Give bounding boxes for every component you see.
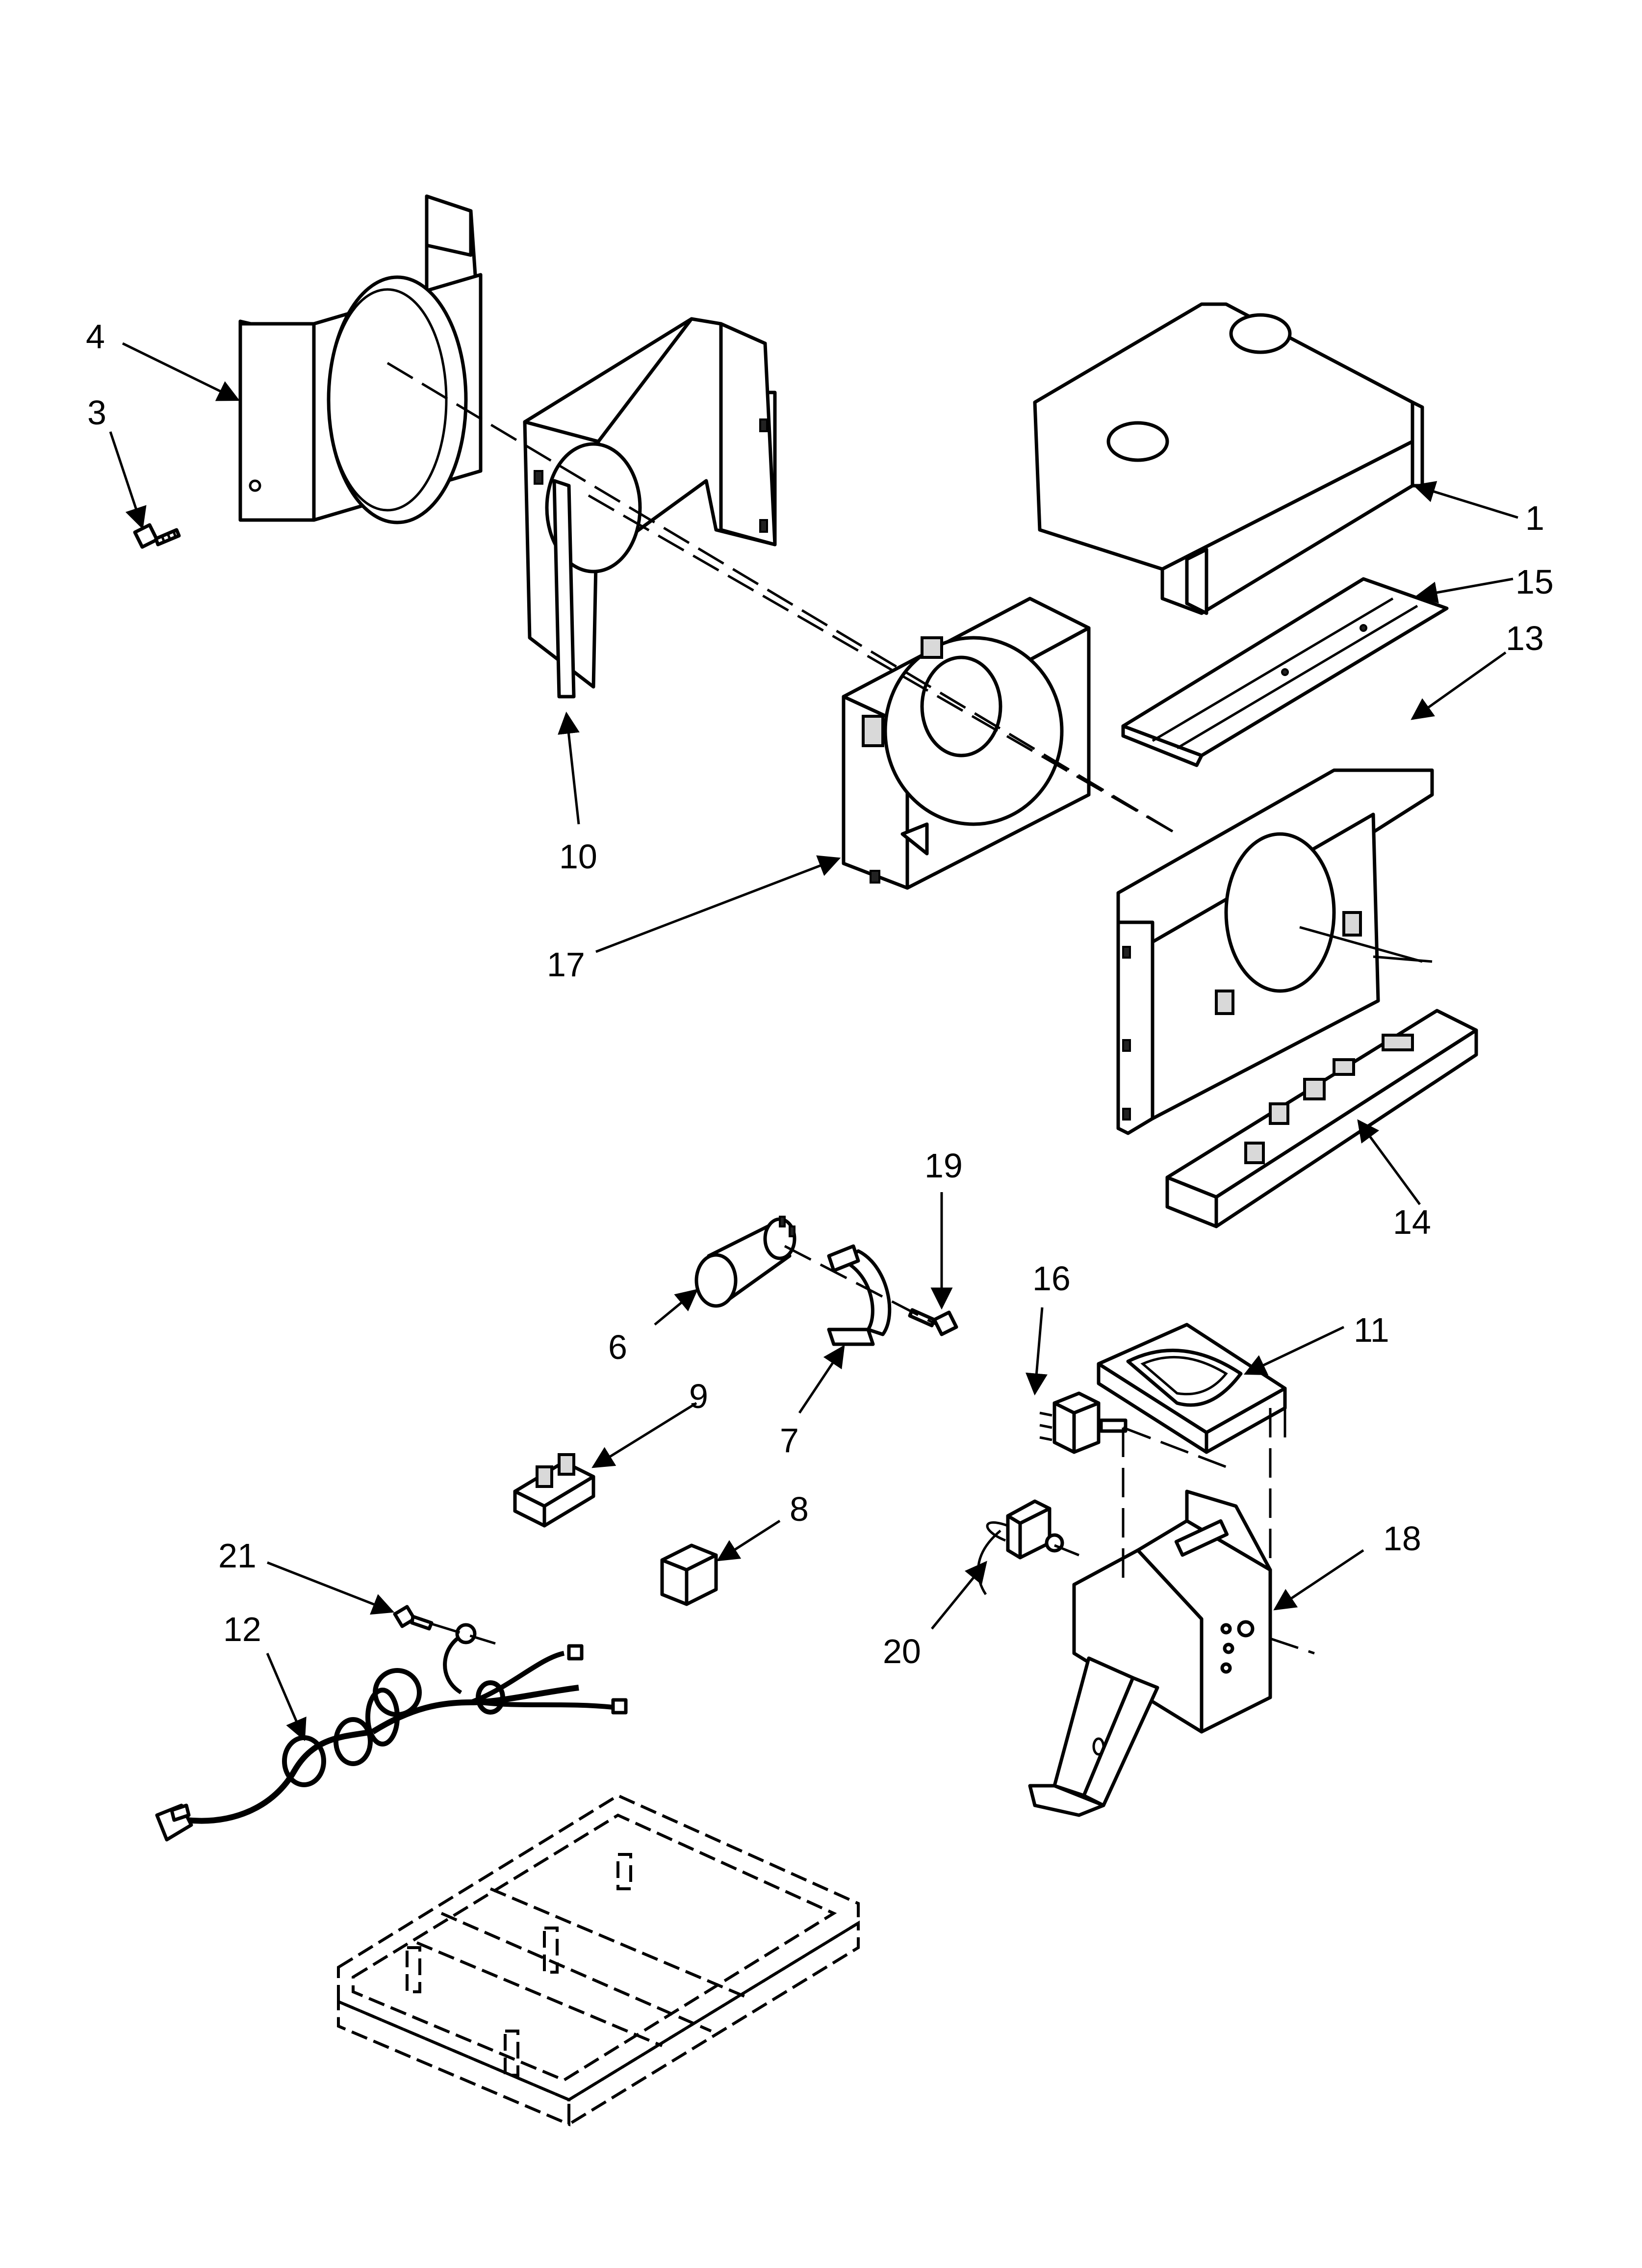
part-19-screw <box>908 1308 958 1336</box>
leader-lines <box>109 342 1518 1742</box>
base-pan-outline <box>337 1794 860 2127</box>
callout-11: 11 <box>1354 1311 1389 1349</box>
part-21-ground-screw <box>393 1605 434 1631</box>
part-9-terminal-block <box>513 1453 595 1528</box>
callout-9: 9 <box>689 1377 708 1415</box>
part-10-bracket <box>523 317 777 699</box>
callout-15: 15 <box>1515 563 1554 601</box>
callout-10: 10 <box>559 837 597 876</box>
part-8-relay <box>660 1543 718 1606</box>
callout-16: 16 <box>1032 1259 1071 1298</box>
callout-17: 17 <box>547 945 585 984</box>
part-3-screw <box>133 523 181 549</box>
part-13-rear-panel <box>1116 768 1434 1135</box>
part-7-capacitor-strap <box>827 1244 892 1346</box>
assembly-lines <box>386 362 1433 1655</box>
part-11-control-bezel <box>1097 1323 1287 1454</box>
part-20-thermostat <box>977 1499 1064 1595</box>
callout-7: 7 <box>780 1421 799 1460</box>
part-12-power-cord <box>155 1623 628 1842</box>
callout-12: 12 <box>223 1610 261 1648</box>
callout-4: 4 <box>86 317 105 356</box>
part-17-fan-shroud <box>842 597 1091 890</box>
callout-21: 21 <box>218 1537 257 1575</box>
part-16-switch <box>1039 1391 1128 1454</box>
callout-19: 19 <box>924 1147 963 1185</box>
callout-6: 6 <box>608 1328 627 1366</box>
part-1-rail <box>1121 577 1449 767</box>
callout-8: 8 <box>790 1490 809 1528</box>
callout-3: 3 <box>87 393 106 432</box>
callout-13: 13 <box>1506 619 1544 657</box>
callout-20: 20 <box>883 1632 921 1670</box>
callout-labels: 4 3 10 15 1 13 17 14 19 6 16 11 7 9 8 18… <box>86 317 1554 1670</box>
part-15-top-cover <box>1033 302 1424 615</box>
callout-1: 1 <box>1525 499 1544 537</box>
callout-18: 18 <box>1383 1519 1421 1558</box>
part-18-control-bracket <box>1028 1489 1272 1817</box>
part-4-side-panel <box>238 194 483 524</box>
part-6-capacitor <box>694 1216 796 1308</box>
callout-14: 14 <box>1393 1203 1431 1241</box>
part-14-base-bracket <box>1165 1009 1478 1228</box>
